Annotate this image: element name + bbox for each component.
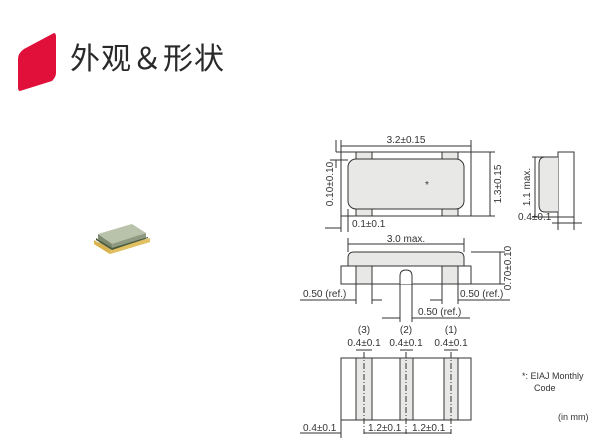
terminal-width-1: 0.4±0.1 — [434, 338, 468, 349]
dim-edge-offset: 0.10±0.10 — [325, 161, 336, 206]
section-header — [16, 32, 58, 92]
dim-pitch-2: 1.2±0.1 — [412, 423, 446, 434]
terminal-label-3: (3) — [358, 325, 370, 336]
dim-height-max: 1.1 max. — [522, 168, 533, 206]
dim-thickness: 0.4±0.1 — [518, 212, 552, 223]
marking-symbol: * — [425, 180, 429, 191]
dim-edge-pitch: 0.4±0.1 — [303, 423, 337, 434]
dim-width: 1.3±0.15 — [493, 164, 504, 203]
page-title: 外观＆形状 — [70, 42, 225, 77]
product-photo — [94, 224, 150, 254]
dim-left-ref: 0.50 (ref.) — [303, 289, 346, 300]
dim-pitch-1: 1.2±0.1 — [368, 423, 402, 434]
dim-right-ref: 0.50 (ref.) — [460, 289, 503, 300]
dim-length: 3.2±0.15 — [387, 135, 426, 146]
dim-front-height: 0.70±0.10 — [503, 245, 514, 290]
dim-center-ref: 0.50 (ref.) — [418, 307, 461, 318]
dim-length-max: 3.0 max. — [387, 234, 425, 245]
terminal-width-2: 0.4±0.1 — [389, 338, 423, 349]
note-marking-line1: *: EIAJ Monthly — [522, 371, 584, 381]
terminal-width-3: 0.4±0.1 — [347, 338, 381, 349]
unit-note: (in mm) — [558, 412, 589, 422]
dim-terminal-gap: 0.1±0.1 — [352, 219, 386, 230]
red-parallelogram-icon — [18, 33, 56, 91]
note-marking-line2: Code — [534, 383, 556, 393]
terminal-label-1: (1) — [445, 325, 457, 336]
terminal-label-2: (2) — [400, 325, 412, 336]
